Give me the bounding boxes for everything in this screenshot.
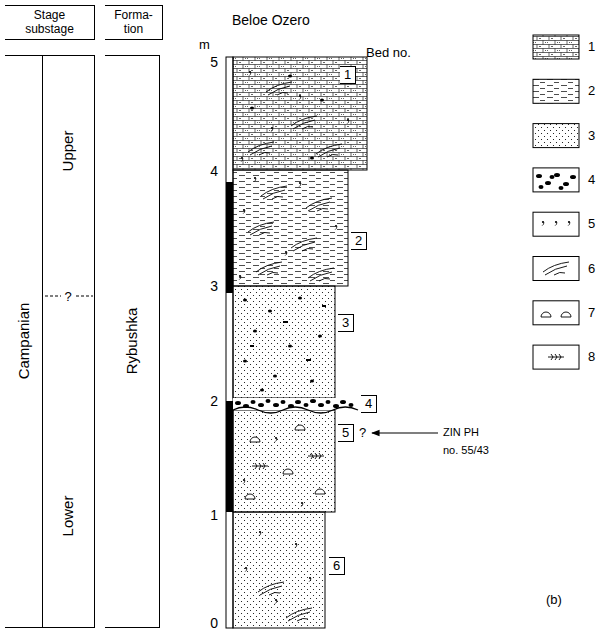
bed-number-text: 3 — [342, 316, 349, 331]
formation-column: Rybushka — [105, 55, 160, 628]
legend-number: 8 — [588, 349, 595, 364]
unit-label: m — [199, 38, 210, 53]
legend-number: 4 — [588, 171, 595, 186]
column-heading: Bed no. — [366, 46, 411, 61]
legend-number: 1 — [588, 39, 595, 54]
bed-number-text: 4 — [365, 397, 372, 412]
column-label: Campanian — [15, 303, 32, 380]
legend-number: 3 — [588, 127, 595, 142]
bed-number: 5 — [338, 424, 354, 442]
bed-number: 6 — [329, 557, 345, 575]
legend-number: 2 — [588, 83, 595, 98]
scale-number: 3 — [210, 278, 218, 294]
scale-number: 1 — [210, 507, 218, 523]
column-label: Upper — [59, 131, 76, 172]
bed-number-text: 6 — [333, 559, 340, 574]
substage-column: Upper? Lower — [42, 55, 95, 628]
bed-number-text: 1 — [344, 68, 351, 83]
legend-entry: 8 — [588, 350, 595, 365]
column-label: ? — [64, 290, 71, 305]
section-title: Beloe Ozero — [232, 12, 310, 28]
header-box: Stage substage — [5, 5, 95, 40]
specimen-label: ZIN PH no. 55/43 — [443, 424, 493, 459]
legend-entry: 3 — [588, 128, 595, 143]
legend-entry: 7 — [588, 305, 595, 320]
legend-entry: 4 — [588, 172, 595, 187]
legend-entry: 5 — [588, 217, 595, 232]
scale-number: 4 — [210, 163, 218, 179]
bed-number-text: 5 — [342, 426, 349, 441]
legend-entry: 2 — [588, 84, 595, 99]
scale-number: 2 — [210, 393, 218, 409]
bed-number: 1 — [340, 66, 356, 84]
column-label: Lower — [59, 496, 76, 537]
heading-text: Forma- tion — [109, 9, 159, 37]
bed-number-text: 2 — [355, 234, 362, 249]
legend-number: 7 — [588, 304, 595, 319]
legend-entry: 6 — [588, 261, 595, 276]
column-label: Rybushka — [123, 308, 140, 375]
bed-number: 3 — [338, 314, 354, 332]
header-box: Forma- tion — [105, 5, 163, 40]
legend-entry: 1 — [588, 40, 595, 55]
bed-number: 4 — [361, 395, 377, 413]
query-mark: ? — [359, 426, 366, 441]
bed-number: 2 — [351, 232, 367, 250]
legend-number: 5 — [588, 216, 595, 231]
panel-letter: (b) — [546, 593, 562, 608]
heading-text: Stage substage — [19, 9, 81, 37]
scale-number: 5 — [210, 54, 218, 70]
scale-number: 0 — [210, 615, 218, 631]
stage-column: Campanian — [5, 55, 43, 628]
legend-number: 6 — [588, 260, 595, 275]
